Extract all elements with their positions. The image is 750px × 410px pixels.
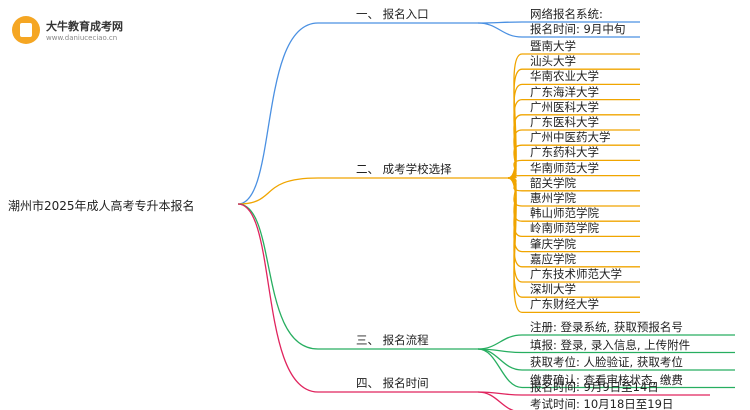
- leaf-label: 华南农业大学: [530, 69, 599, 84]
- leaf-label: 暨南大学: [530, 39, 576, 53]
- leaf-label: 报名时间: 9月9日至14日: [530, 380, 659, 394]
- leaf-label: 深圳大学: [530, 282, 576, 297]
- leaf-label: 嘉应学院: [530, 251, 576, 266]
- leaf-label: 网络报名系统:: [530, 7, 603, 21]
- branch-label: 三、 报名流程: [356, 333, 429, 347]
- leaf-link: [477, 391, 515, 410]
- branch-label: 二、 成考学校选择: [356, 162, 452, 176]
- leaf-label: 报名时间: 9月中旬: [530, 22, 626, 36]
- leaf-label: 广东医科大学: [530, 115, 599, 129]
- leaf-link: [477, 21, 523, 24]
- leaf-label: 缴费确认: 查看审核状态, 缴费: [530, 372, 683, 387]
- leaf-label: 韩山师范学院: [530, 206, 599, 221]
- leaf-label: 广州医科大学: [530, 99, 599, 114]
- leaf-link: [507, 177, 523, 314]
- leaf-link: [477, 22, 523, 38]
- logo-title: 大牛教育成考网: [46, 20, 123, 33]
- leaf-label: 韶关学院: [530, 175, 576, 190]
- branch-label: 一、 报名入口: [356, 7, 429, 21]
- leaf-label: 填报: 登录, 录入信息, 上传附件: [530, 337, 691, 352]
- root-branch-link: [237, 203, 319, 393]
- leaf-label: 广东财经大学: [530, 297, 599, 312]
- branch-label: 四、 报名时间: [356, 376, 429, 390]
- root-branch-link: [237, 177, 319, 205]
- book-logo-icon: [12, 16, 40, 44]
- leaf-label: 广东海洋大学: [530, 84, 599, 99]
- leaf-label: 考试时间: 10月18日至19日: [530, 397, 674, 410]
- leaf-label: 惠州学院: [530, 191, 576, 205]
- leaf-label: 注册: 登录系统, 获取预报名号: [530, 320, 683, 334]
- leaf-label: 华南师范大学: [530, 160, 599, 175]
- logo-url: www.daniuceciao.cn: [46, 34, 118, 42]
- leaf-label: 广州中医药大学: [530, 130, 611, 145]
- root-branch-link: [237, 203, 319, 350]
- leaf-label: 广东技术师范大学: [530, 267, 622, 281]
- leaf-link: [477, 348, 523, 389]
- leaf-label: 获取考位: 人脸验证, 获取考位: [530, 355, 683, 369]
- leaf-label: 广东药科大学: [530, 145, 599, 160]
- leaf-link: [477, 334, 523, 350]
- site-logo: 大牛教育成考网 www.daniuceciao.cn: [12, 12, 132, 48]
- leaf-label: 岭南师范学院: [530, 221, 599, 236]
- leaf-label: 肇庆学院: [530, 236, 576, 251]
- root-topic: 潮州市2025年成人高考专升本报名: [8, 199, 195, 213]
- leaf-label: 汕头大学: [530, 54, 576, 69]
- root-branch-link: [237, 22, 319, 205]
